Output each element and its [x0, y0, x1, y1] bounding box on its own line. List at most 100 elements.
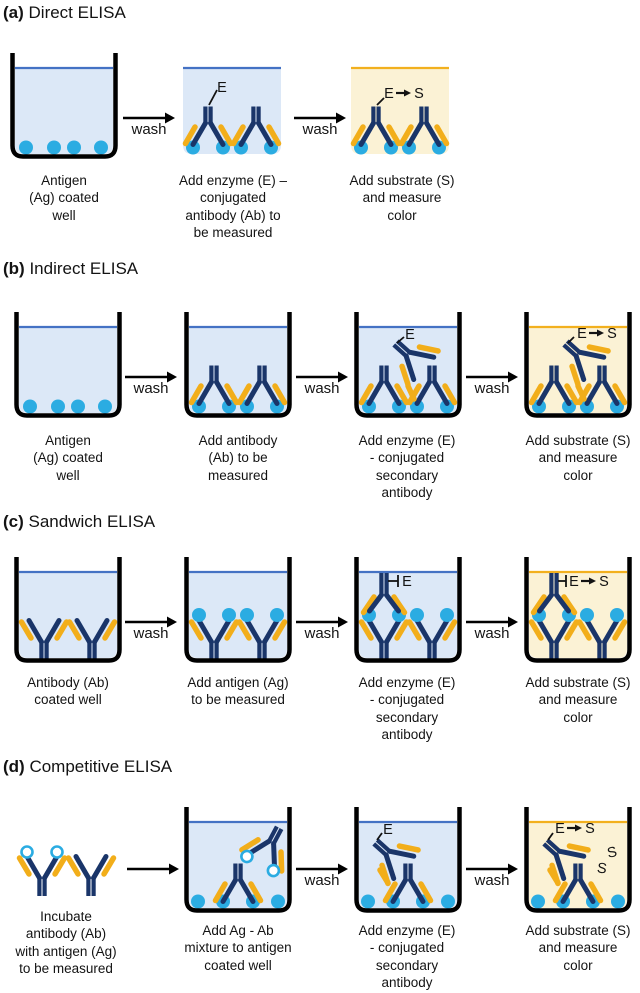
substrate-label: S — [606, 844, 619, 862]
wash-label: wash — [302, 121, 338, 138]
section-a-title: (a) Direct ELISA — [3, 3, 126, 23]
well-direct-enzyme-antibody: E — [176, 66, 288, 155]
well-sandwich-substrate: E S — [524, 557, 632, 663]
light-chain-icon — [405, 383, 417, 402]
enzyme-connector — [208, 89, 218, 106]
section-d-name: Competitive ELISA — [29, 757, 173, 776]
step-caption: Add enzyme (E) - conjugated secondary an… — [358, 433, 456, 500]
antigen-dot-icon — [270, 399, 284, 414]
section-b-name: Indirect ELISA — [29, 259, 139, 278]
well-outline — [184, 557, 292, 663]
enzyme-connector — [376, 97, 385, 106]
antigen-dot-icon — [440, 399, 454, 414]
antigen-dot-icon — [67, 140, 81, 155]
section-a-name: Direct ELISA — [28, 3, 126, 22]
section-b-tag: (b) — [3, 259, 25, 278]
wash-arrow-icon — [296, 863, 348, 875]
well-outline — [354, 807, 462, 913]
enzyme-connector — [567, 336, 575, 344]
step-caption: Add substrate (S) and measure color — [349, 173, 455, 223]
enzyme-label: E — [405, 327, 415, 343]
enzyme-label: E — [384, 86, 394, 102]
step-caption: Add enzyme (E) – conjugated antibody (Ab… — [178, 173, 288, 240]
well-sandwich-antibody-coated — [14, 557, 122, 663]
enzyme-label: E — [217, 80, 227, 96]
antigen-dot-icon — [610, 399, 624, 414]
wash-arrow-icon — [294, 112, 346, 124]
well-outline — [354, 557, 462, 663]
wash-arrow-icon — [296, 371, 348, 383]
wash-label: wash — [133, 380, 169, 397]
antibody-icon — [69, 857, 114, 897]
antigen-dot-icon — [532, 399, 546, 414]
antigen-dot-icon — [410, 608, 424, 622]
well-outline — [524, 557, 632, 663]
step-caption: Add antigen (Ag) to be measured — [187, 675, 289, 708]
antigen-dot-icon — [186, 140, 200, 155]
antigen-dot-icon — [440, 608, 454, 622]
enzyme-connector — [547, 832, 554, 841]
well-outline — [524, 312, 632, 418]
well-sandwich-enzyme-secondary: E — [354, 557, 462, 663]
antigen-ring-icon — [20, 845, 34, 859]
antigen-ring-icon — [266, 863, 281, 878]
antigen-dot-icon — [354, 140, 368, 155]
step-arrow-icon — [127, 863, 179, 875]
wash-arrow-icon — [466, 616, 518, 628]
substrate-label: S — [607, 326, 617, 342]
step-caption: Antibody (Ab) coated well — [27, 675, 109, 708]
antigen-dot-icon — [361, 894, 375, 909]
antigen-dot-icon — [384, 140, 398, 155]
antigen-dot-icon — [610, 608, 624, 622]
antigen-dot-icon — [71, 399, 85, 414]
antigen-dot-icon — [240, 399, 254, 414]
wash-arrow-icon — [466, 863, 518, 875]
enzyme-label: E — [569, 574, 579, 590]
well-sandwich-antigen-bound — [184, 557, 292, 663]
well-competitive-mixture — [184, 807, 294, 913]
antigen-dot-icon — [191, 894, 205, 909]
antigen-dot-icon — [270, 608, 284, 622]
wash-label: wash — [474, 625, 510, 642]
step-caption: Antigen (Ag) coated well — [33, 433, 103, 483]
antigen-dot-icon — [240, 608, 254, 622]
section-a-tag: (a) — [3, 3, 24, 22]
antigen-dot-icon — [19, 140, 33, 155]
section-c-tag: (c) — [3, 512, 24, 531]
antigen-dot-icon — [362, 399, 376, 414]
wash-arrow-icon — [296, 616, 348, 628]
enzyme-connector — [376, 832, 383, 841]
enzyme-connector — [396, 336, 405, 344]
well-direct-substrate: E S — [344, 66, 456, 155]
section-c-name: Sandwich ELISA — [28, 512, 156, 531]
light-chain-icon — [377, 867, 391, 886]
antigen-dot-icon — [264, 140, 278, 155]
enzyme-label: E — [383, 822, 393, 838]
well-outline — [354, 312, 462, 418]
step-caption: Add enzyme (E) - conjugated secondary an… — [358, 675, 456, 742]
wash-label: wash — [131, 121, 167, 138]
antigen-dot-icon — [562, 399, 576, 414]
antigen-dot-icon — [410, 399, 424, 414]
step-caption: Add substrate (S) and measure color — [525, 923, 631, 973]
well-indirect-primary-antibody — [184, 312, 292, 418]
wash-label: wash — [304, 872, 340, 889]
wash-label: wash — [304, 380, 340, 397]
section-c-title: (c) Sandwich ELISA — [3, 512, 155, 532]
well-outline — [14, 312, 122, 418]
well-outline — [184, 807, 292, 913]
wash-arrow-icon — [123, 112, 175, 124]
step-caption: Add substrate (S) and measure color — [525, 433, 631, 483]
well-competitive-substrate: E S S S — [524, 807, 632, 913]
enzyme-label: E — [555, 821, 565, 837]
antigen-dot-icon — [402, 140, 416, 155]
substrate-label: S — [414, 86, 424, 102]
antigen-dot-icon — [611, 894, 625, 909]
section-b-title: (b) Indirect ELISA — [3, 259, 138, 279]
well-outline — [14, 557, 122, 663]
antigen-dot-icon — [234, 140, 248, 155]
wash-label: wash — [304, 625, 340, 642]
antigen-dot-icon — [192, 399, 206, 414]
wash-label: wash — [474, 380, 510, 397]
